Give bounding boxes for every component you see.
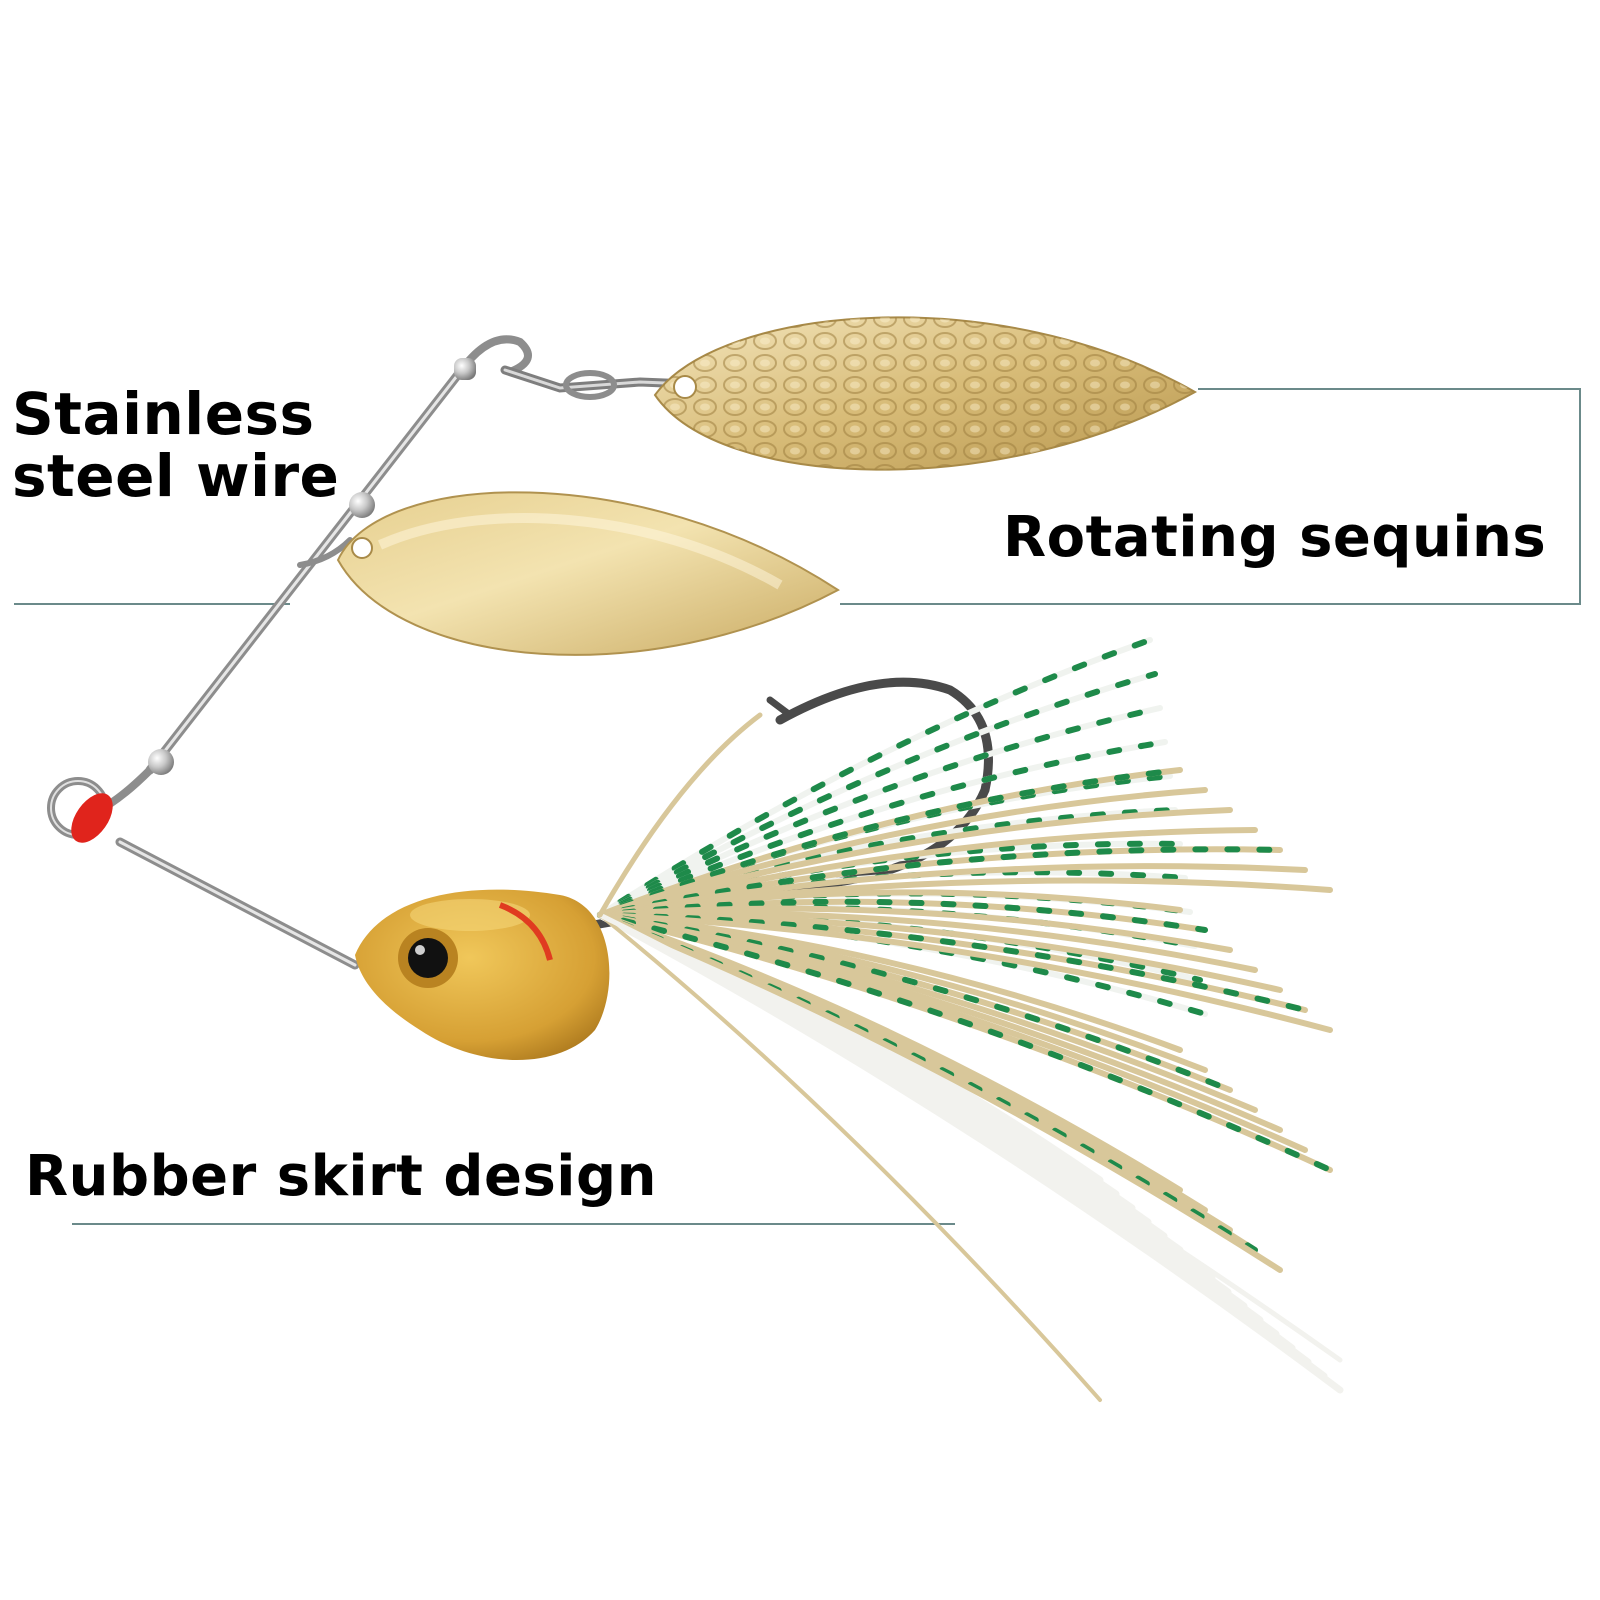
callout-lines <box>14 388 1581 1225</box>
label-rubber-skirt-design: Rubber skirt design <box>25 1144 657 1209</box>
skirt-strand-spots <box>597 671 1158 918</box>
rubber-skirt <box>596 637 1344 1402</box>
skirt-strand-spots <box>597 912 1333 1173</box>
skirt-strand <box>596 911 1328 1380</box>
skirt-strand-spots <box>597 807 1178 918</box>
skirt-strand-spots <box>597 840 1183 918</box>
skirt-strand-spots <box>597 846 1283 918</box>
skirt-strand <box>597 712 763 918</box>
skirt-strand <box>597 912 1283 1273</box>
label-stainless-steel-wire: Stainless steel wire <box>12 383 339 507</box>
skirt-strand-spots <box>597 705 1163 918</box>
jig-head <box>355 889 610 1060</box>
label-rotating-sequins: Rotating sequins <box>1003 505 1547 570</box>
skirt-strand <box>597 912 1343 1363</box>
rotating-sequin-top <box>653 316 1198 471</box>
skirt-strand <box>597 912 1333 1033</box>
skirt-strand <box>597 787 1208 918</box>
skirt-strand <box>597 863 1308 918</box>
rotating-sequin-bottom <box>336 491 840 656</box>
beads <box>71 358 476 843</box>
skirt-strand <box>598 913 1102 1402</box>
skirt-strand <box>597 827 1258 918</box>
callout-line-sequins <box>840 388 1581 605</box>
label-wire-line2: steel wire <box>12 442 340 510</box>
skirt-strand-spots <box>597 637 1153 918</box>
red-bead <box>71 793 113 843</box>
skirt-strand-spots <box>597 739 1168 918</box>
skirt-strand <box>597 889 1183 918</box>
skirt-strand <box>596 911 1344 1394</box>
skirt-strand-spots <box>597 869 1188 918</box>
skirt-strand-spots <box>597 767 1183 918</box>
label-wire-line1: Stainless <box>12 380 315 448</box>
skirt-strand <box>597 807 1233 918</box>
skirt-strand-spots <box>597 773 1173 918</box>
